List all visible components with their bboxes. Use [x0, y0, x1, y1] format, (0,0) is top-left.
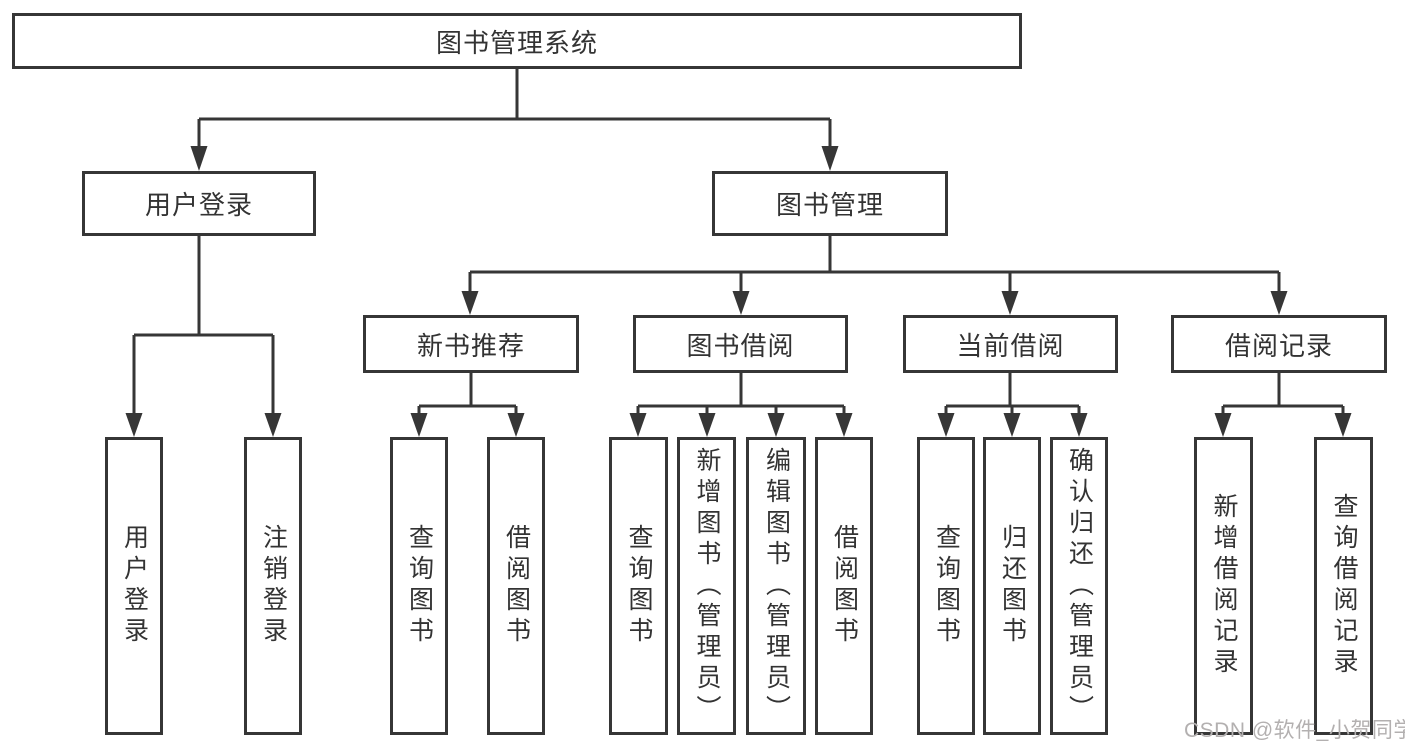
- leaf-label: 注销登录: [259, 524, 288, 648]
- leaf-label: 编辑图书（管理员）: [762, 446, 791, 726]
- connector-user-login-branch: [132, 236, 275, 415]
- leaf-query-books-recommend: 查询图书: [390, 437, 448, 735]
- leaf-borrow-books-recommend: 借阅图书: [487, 437, 545, 735]
- leaf-query-books-borrowing: 查询图书: [609, 437, 668, 735]
- leaf-label: 新增借阅记录: [1210, 493, 1238, 679]
- connector-root-to-level2: [197, 69, 832, 149]
- leaf-query-borrow-record: 查询借阅记录: [1314, 437, 1373, 735]
- leaf-label: 新增图书（管理员）: [693, 446, 721, 726]
- node-borrowing-records: 借阅记录: [1171, 315, 1387, 373]
- leaf-query-books-current: 查询图书: [917, 437, 975, 735]
- node-book-borrowing: 图书借阅: [633, 315, 848, 373]
- leaf-edit-book-admin: 编辑图书（管理员）: [746, 437, 806, 735]
- node-current-borrowing: 当前借阅: [903, 315, 1118, 373]
- connector-borrow-records-branch: [1221, 373, 1345, 415]
- leaf-label: 用户登录: [120, 524, 149, 648]
- arrowheads: [125, 146, 1352, 437]
- leaf-confirm-return-admin: 确认归还（管理员）: [1050, 437, 1108, 735]
- leaf-add-book-admin: 新增图书（管理员）: [677, 437, 736, 735]
- node-user-login: 用户登录: [82, 171, 316, 236]
- leaf-label: 确认归还（管理员）: [1065, 446, 1094, 726]
- leaf-label: 查询借阅记录: [1330, 493, 1358, 679]
- leaf-label: 借阅图书: [830, 524, 859, 648]
- connector-book-borrowing-branch: [636, 373, 846, 415]
- csdn-watermark: CSDN @软件_小贺同学: [1184, 719, 1405, 742]
- leaf-label: 查询图书: [625, 524, 653, 648]
- leaf-label: 归还图书: [998, 524, 1027, 648]
- leaf-add-borrow-record: 新增借阅记录: [1194, 437, 1253, 735]
- connector-book-management-branch: [468, 236, 1281, 293]
- node-new-book-recommend: 新书推荐: [363, 315, 579, 373]
- leaf-user-login: 用户登录: [105, 437, 163, 735]
- leaf-return-books: 归还图书: [983, 437, 1041, 735]
- leaf-borrow-books-borrowing: 借阅图书: [815, 437, 873, 735]
- leaf-label: 借阅图书: [502, 524, 531, 648]
- connector-current-borrowing-branch: [944, 373, 1081, 415]
- leaf-label: 查询图书: [932, 524, 961, 648]
- connector-new-book-branch: [417, 373, 518, 415]
- leaf-label: 查询图书: [405, 524, 434, 648]
- node-library-management-system: 图书管理系统: [12, 13, 1022, 69]
- leaf-logout-login: 注销登录: [244, 437, 302, 735]
- node-book-management: 图书管理: [712, 171, 948, 236]
